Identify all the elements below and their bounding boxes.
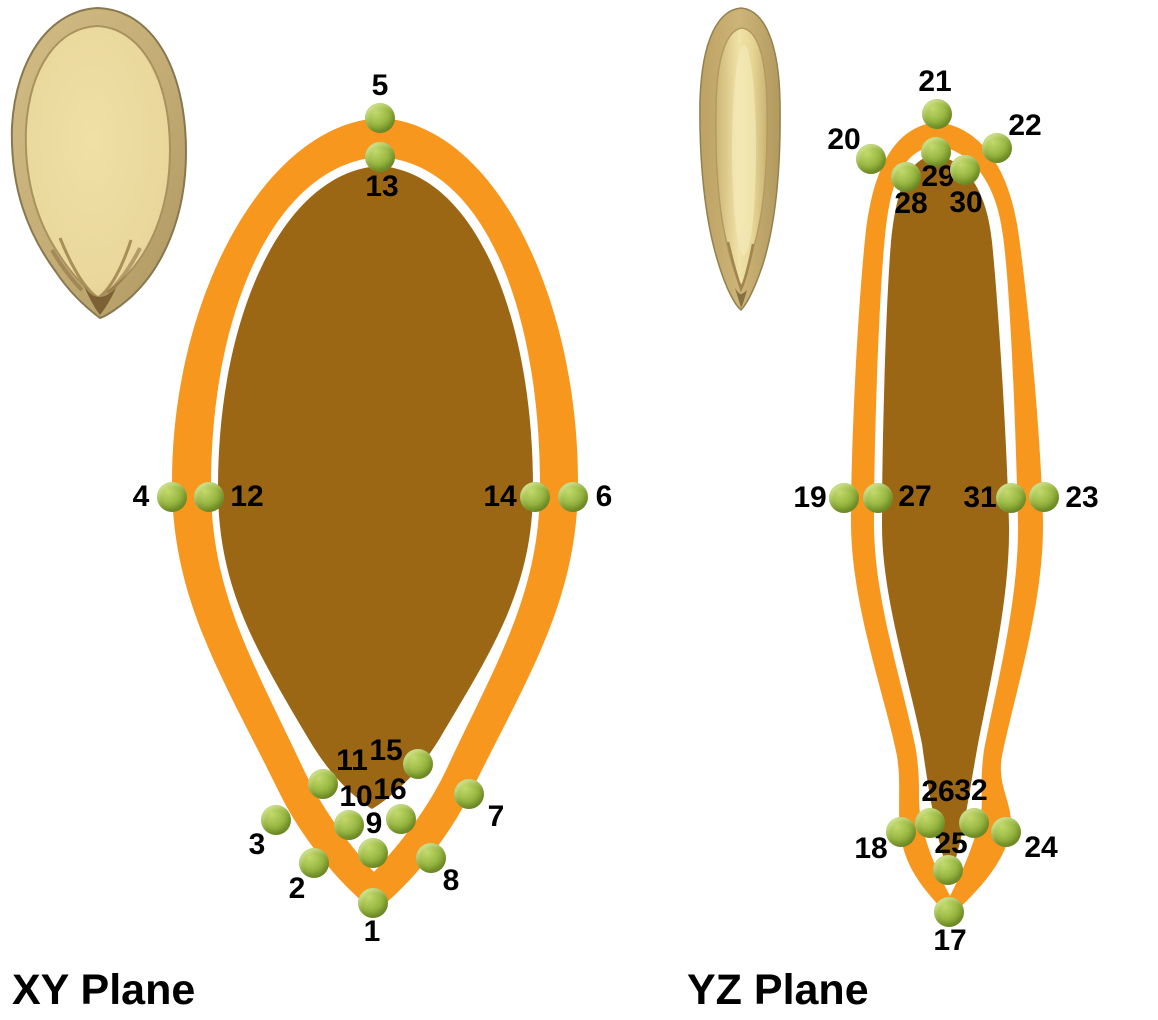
landmark-label-23: 23 — [1065, 481, 1099, 514]
landmark-label-20: 20 — [827, 123, 861, 156]
landmark-point-3 — [261, 805, 291, 835]
xy-photo-crease-texture-right — [106, 247, 142, 295]
landmark-label-31: 31 — [963, 481, 997, 514]
landmark-label-6: 6 — [595, 480, 613, 513]
landmark-point-29 — [921, 137, 951, 167]
landmark-point-19 — [829, 483, 859, 513]
landmark-label-14: 14 — [483, 480, 517, 513]
landmark-point-32 — [959, 808, 989, 838]
xy-outline-shape — [172, 118, 578, 912]
landmark-point-20 — [856, 144, 886, 174]
landmark-label-15: 15 — [369, 734, 403, 767]
landmark-label-7: 7 — [487, 800, 505, 833]
landmark-point-22 — [982, 133, 1012, 163]
landmark-point-25 — [933, 855, 963, 885]
landmark-label-8: 8 — [442, 864, 460, 897]
landmark-label-29: 29 — [921, 160, 955, 193]
landmark-label-10: 10 — [339, 780, 373, 813]
yz-interior-brown — [882, 155, 1010, 878]
xy-seed-photo — [10, 6, 188, 320]
landmark-point-1 — [358, 888, 388, 918]
landmark-point-30 — [950, 155, 980, 185]
xy-photo-crease-texture-left — [50, 248, 84, 292]
landmark-label-2: 2 — [288, 872, 306, 905]
yz-photo-tip-notch — [735, 288, 747, 308]
landmark-label-21: 21 — [918, 65, 952, 98]
yz-photo-highlight — [732, 45, 756, 255]
yz-photo-bottom-crease — [726, 241, 755, 293]
landmark-label-9: 9 — [365, 807, 383, 840]
yz-plane-label: YZ Plane — [687, 966, 869, 1014]
landmark-point-17 — [934, 897, 964, 927]
landmark-label-5: 5 — [371, 69, 389, 102]
landmark-label-27: 27 — [898, 480, 932, 513]
landmark-point-7 — [454, 779, 484, 809]
landmark-point-18 — [886, 817, 916, 847]
landmark-point-16 — [386, 804, 416, 834]
landmark-label-4: 4 — [132, 480, 150, 513]
landmark-label-1: 1 — [363, 915, 381, 948]
landmark-point-2 — [299, 848, 329, 878]
landmark-label-17: 17 — [933, 924, 967, 957]
landmark-point-24 — [991, 817, 1021, 847]
landmark-label-32: 32 — [954, 774, 988, 807]
xy-plane-label: XY Plane — [12, 966, 196, 1014]
landmark-point-27 — [863, 483, 893, 513]
landmark-point-26 — [915, 808, 945, 838]
landmark-label-19: 19 — [793, 481, 827, 514]
landmark-label-22: 22 — [1008, 109, 1042, 142]
landmark-label-13: 13 — [365, 170, 399, 203]
yz-seed-photo — [699, 7, 781, 312]
landmark-label-26: 26 — [921, 775, 955, 808]
landmark-label-16: 16 — [373, 773, 407, 806]
landmark-point-13 — [365, 142, 395, 172]
landmark-label-18: 18 — [854, 832, 888, 865]
landmark-point-12 — [194, 482, 224, 512]
landmark-point-21 — [922, 99, 952, 129]
landmark-point-4 — [157, 482, 187, 512]
landmark-label-24: 24 — [1024, 831, 1058, 864]
landmark-label-3: 3 — [248, 828, 266, 861]
landmark-point-5 — [365, 103, 395, 133]
landmark-label-30: 30 — [949, 186, 983, 219]
landmark-point-23 — [1029, 482, 1059, 512]
xy-photo-tip-notch — [84, 286, 116, 315]
landmark-label-11: 11 — [336, 744, 368, 777]
landmark-label-28: 28 — [894, 187, 928, 220]
landmark-point-14 — [520, 482, 550, 512]
landmark-point-10 — [334, 810, 364, 840]
landmark-point-28 — [891, 162, 921, 192]
landmark-point-31 — [996, 483, 1026, 513]
yz-outline-shape — [851, 122, 1044, 918]
landmark-point-15 — [403, 749, 433, 779]
landmark-point-8 — [416, 843, 446, 873]
landmark-label-12: 12 — [230, 480, 264, 513]
landmark-point-11 — [308, 769, 338, 799]
landmark-point-9 — [358, 838, 388, 868]
xy-interior-brown — [218, 166, 533, 809]
landmark-point-6 — [558, 482, 588, 512]
